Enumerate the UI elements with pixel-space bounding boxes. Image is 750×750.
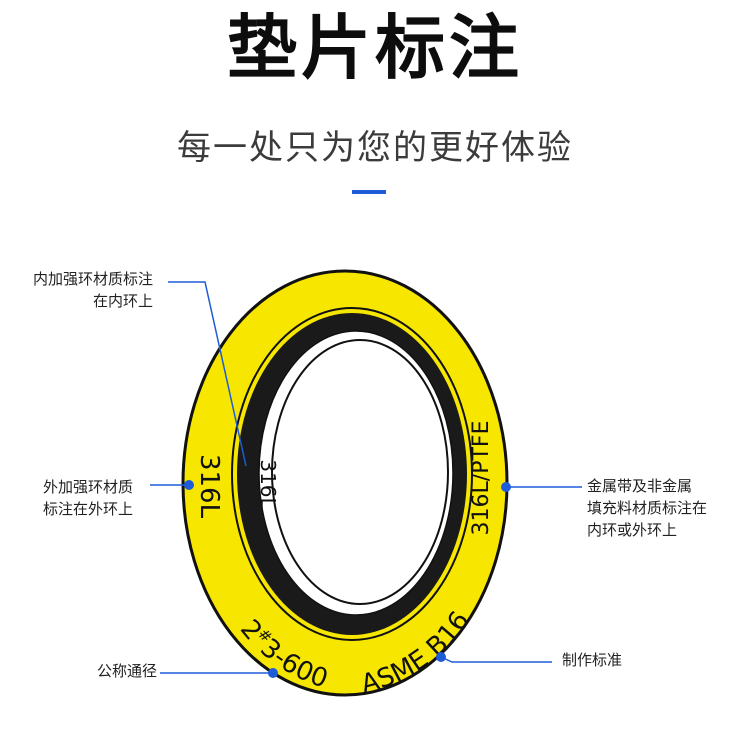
callout-standard-line-1: 制作标准	[562, 651, 623, 669]
callout-winding-line-3: 内环或外环上	[587, 521, 678, 539]
callout-dot-standard	[436, 652, 446, 662]
page-subtitle: 每一处只为您的更好体验	[177, 128, 573, 168]
callout-nominal-size: 公称通径	[97, 660, 157, 682]
callout-dot-outer-ring	[184, 480, 194, 490]
winding-material-mark: 316L/PTFE	[469, 421, 494, 536]
page-title: 垫片标注	[227, 7, 523, 89]
callout-winding-line-2: 填充料材质标注在	[587, 499, 708, 517]
callout-nominal-size-line-1: 公称通径	[97, 662, 158, 680]
winding-outer-edge	[231, 307, 473, 641]
callout-inner-ring: 内加强环材质标注 在内环上	[33, 268, 153, 312]
leader-line-standard	[440, 656, 552, 663]
callout-inner-ring-line-1: 内加强环材质标注	[33, 270, 154, 288]
callout-inner-ring-line-2: 在内环上	[93, 292, 154, 310]
inner-ring-material-mark: 316L	[256, 459, 280, 509]
callout-winding: 金属带及非金属 填充料材质标注在 内环或外环上	[587, 475, 707, 541]
leader-line-inner-ring	[168, 281, 247, 467]
callout-outer-ring: 外加强环材质 标注在外环上	[43, 476, 133, 520]
callout-standard: 制作标准	[562, 649, 622, 671]
outer-ring-material-mark: 316L	[194, 454, 224, 519]
callout-outer-ring-line-2: 标注在外环上	[43, 500, 134, 518]
callout-outer-ring-line-1: 外加强环材质	[43, 478, 134, 496]
title-divider	[352, 190, 386, 194]
callout-dot-winding	[501, 482, 511, 492]
callout-winding-line-1: 金属带及非金属	[587, 477, 693, 495]
gasket-bore	[271, 339, 449, 605]
callout-dot-nominal	[268, 668, 278, 678]
